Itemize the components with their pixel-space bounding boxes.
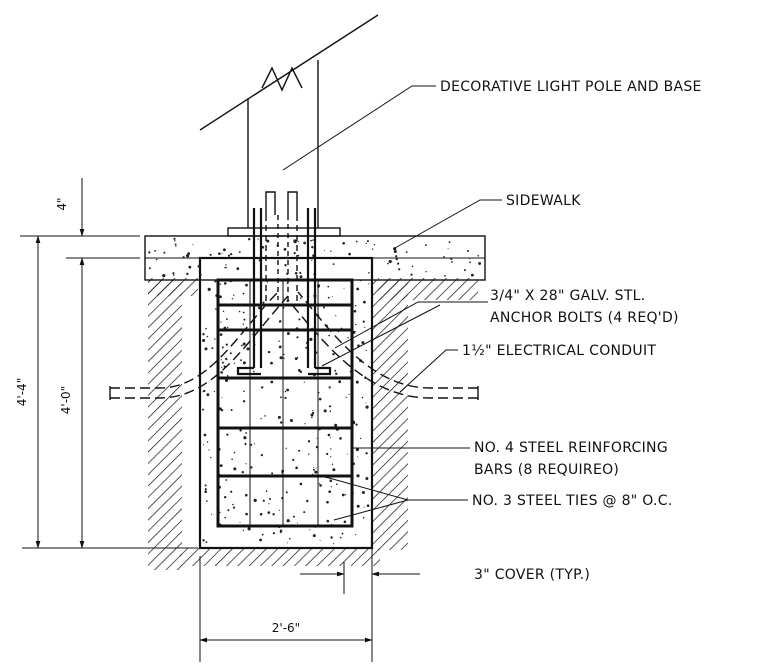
anchor-bolts-label-line2: ANCHOR BOLTS (4 REQ'D) <box>490 310 679 326</box>
conduit-label: 1½" ELECTRICAL CONDUIT <box>462 343 656 359</box>
footing-depth-dimension: 4'-0" <box>59 386 73 414</box>
width-dimension: 2'-6" <box>272 621 300 635</box>
base-plate <box>227 227 341 237</box>
anchor-bolts-label-line1: 3/4" X 28" GALV. STL. <box>490 288 646 304</box>
total-depth-dimension: 4'-4" <box>15 378 29 406</box>
leader-lines <box>282 85 502 521</box>
dimension-lines <box>20 178 420 662</box>
pole-label: DECORATIVE LIGHT POLE AND BASE <box>440 79 702 95</box>
light-pole <box>199 14 379 228</box>
anchor-bolts <box>236 191 332 376</box>
ties-label: NO. 3 STEEL TIES @ 8" O.C. <box>472 493 673 509</box>
concrete-footing <box>198 256 374 550</box>
cover-label: 3" COVER (TYP.) <box>474 567 590 583</box>
rebar-label-line1: NO. 4 STEEL REINFORCING <box>474 440 668 456</box>
electrical-conduit <box>109 291 479 400</box>
reinforcing-cage <box>216 278 354 528</box>
rebar-label-line2: BARS (8 REQUIREO) <box>474 462 619 478</box>
sidewalk-label: SIDEWALK <box>506 193 581 209</box>
top-dimension: 4" <box>55 197 69 210</box>
